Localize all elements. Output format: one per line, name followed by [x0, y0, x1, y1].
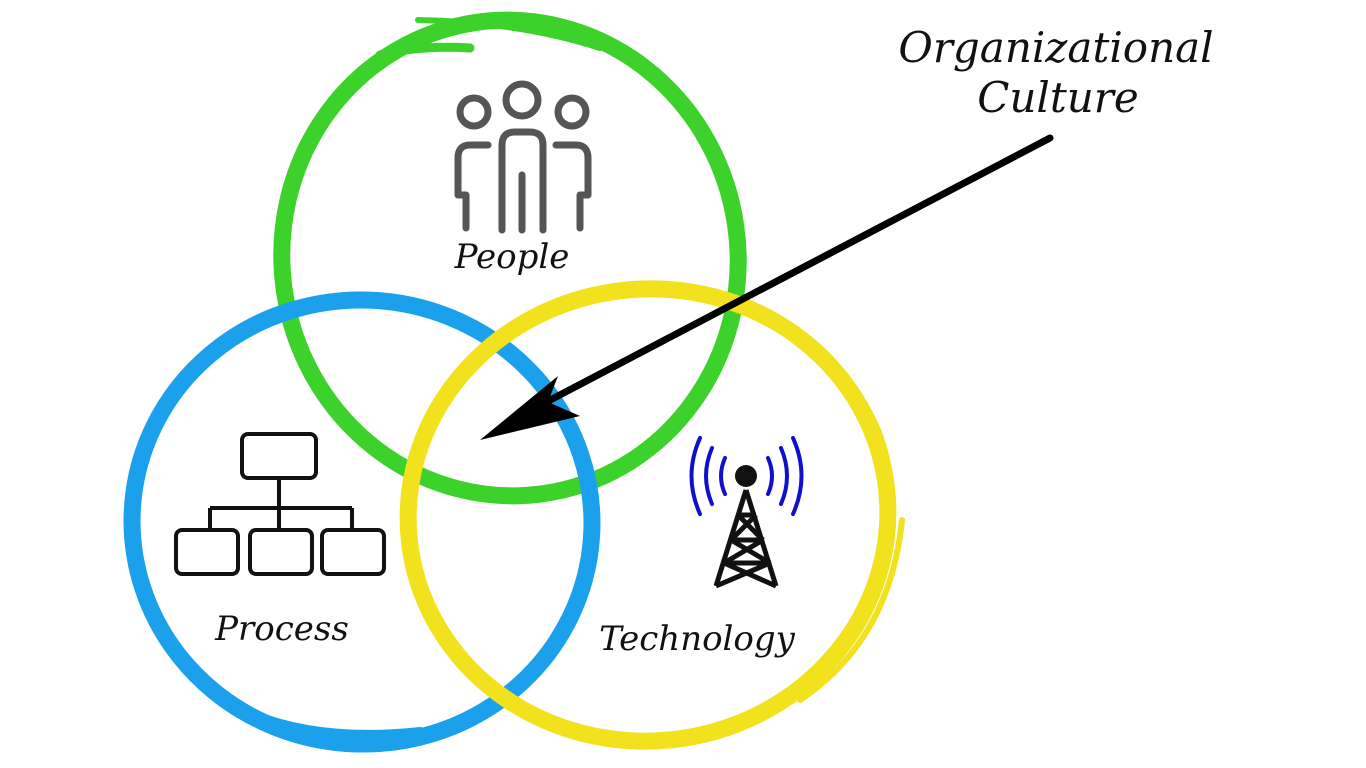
arrow-to-center — [480, 134, 1054, 440]
technology-label: Technology — [599, 619, 796, 659]
people-label: People — [454, 237, 570, 277]
process-circle — [123, 291, 601, 753]
org-chart-icon — [174, 432, 386, 576]
technology-circle — [399, 280, 905, 750]
title-line-2: Culture — [977, 73, 1138, 122]
people-icon — [454, 80, 592, 234]
title-line-1: Organizational — [898, 23, 1213, 72]
process-label: Process — [214, 609, 349, 649]
people-circle — [273, 11, 747, 505]
radio-tower-icon — [689, 436, 804, 589]
